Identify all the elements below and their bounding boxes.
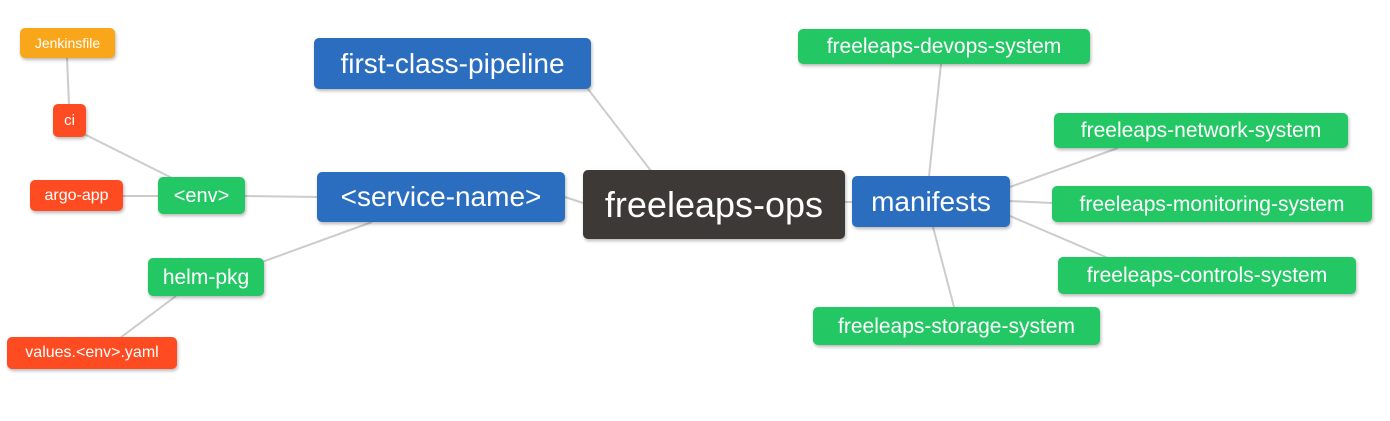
node-first-class-pipeline[interactable]: first-class-pipeline	[314, 38, 591, 89]
node-label: freeleaps-monitoring-system	[1079, 192, 1345, 216]
node-label: first-class-pipeline	[340, 47, 565, 79]
node-label: Jenkinsfile	[34, 35, 101, 51]
node-argo-app[interactable]: argo-app	[30, 180, 123, 211]
node-freeleaps-ops[interactable]: freeleaps-ops	[583, 170, 845, 239]
node-label: freeleaps-storage-system	[838, 314, 1075, 338]
node-label: freeleaps-devops-system	[826, 35, 1062, 58]
node-freeleaps-storage-system[interactable]: freeleaps-storage-system	[813, 307, 1100, 345]
node-label: freeleaps-network-system	[1080, 119, 1322, 142]
node-helm-pkg[interactable]: helm-pkg	[148, 258, 264, 296]
node-freeleaps-network-system[interactable]: freeleaps-network-system	[1054, 113, 1348, 148]
node-label: argo-app	[44, 186, 109, 204]
node-values-env-yaml[interactable]: values.<env>.yaml	[7, 337, 177, 369]
node-freeleaps-devops-system[interactable]: freeleaps-devops-system	[798, 29, 1090, 64]
node-env[interactable]: <env>	[158, 177, 245, 214]
node-label: manifests	[871, 185, 991, 217]
node-label: ci	[64, 112, 75, 129]
node-manifests[interactable]: manifests	[852, 176, 1010, 227]
node-label: <env>	[173, 184, 230, 207]
node-service-name[interactable]: <service-name>	[317, 172, 565, 222]
node-freeleaps-monitoring-system[interactable]: freeleaps-monitoring-system	[1052, 186, 1372, 222]
node-label: helm-pkg	[162, 265, 250, 289]
node-jenkinsfile[interactable]: Jenkinsfile	[20, 28, 115, 58]
node-label: values.<env>.yaml	[25, 344, 159, 361]
node-label: freeleaps-ops	[604, 183, 824, 225]
node-label: freeleaps-controls-system	[1086, 264, 1328, 287]
node-freeleaps-controls-system[interactable]: freeleaps-controls-system	[1058, 257, 1356, 294]
node-ci[interactable]: ci	[53, 104, 86, 137]
node-label: <service-name>	[340, 181, 542, 212]
